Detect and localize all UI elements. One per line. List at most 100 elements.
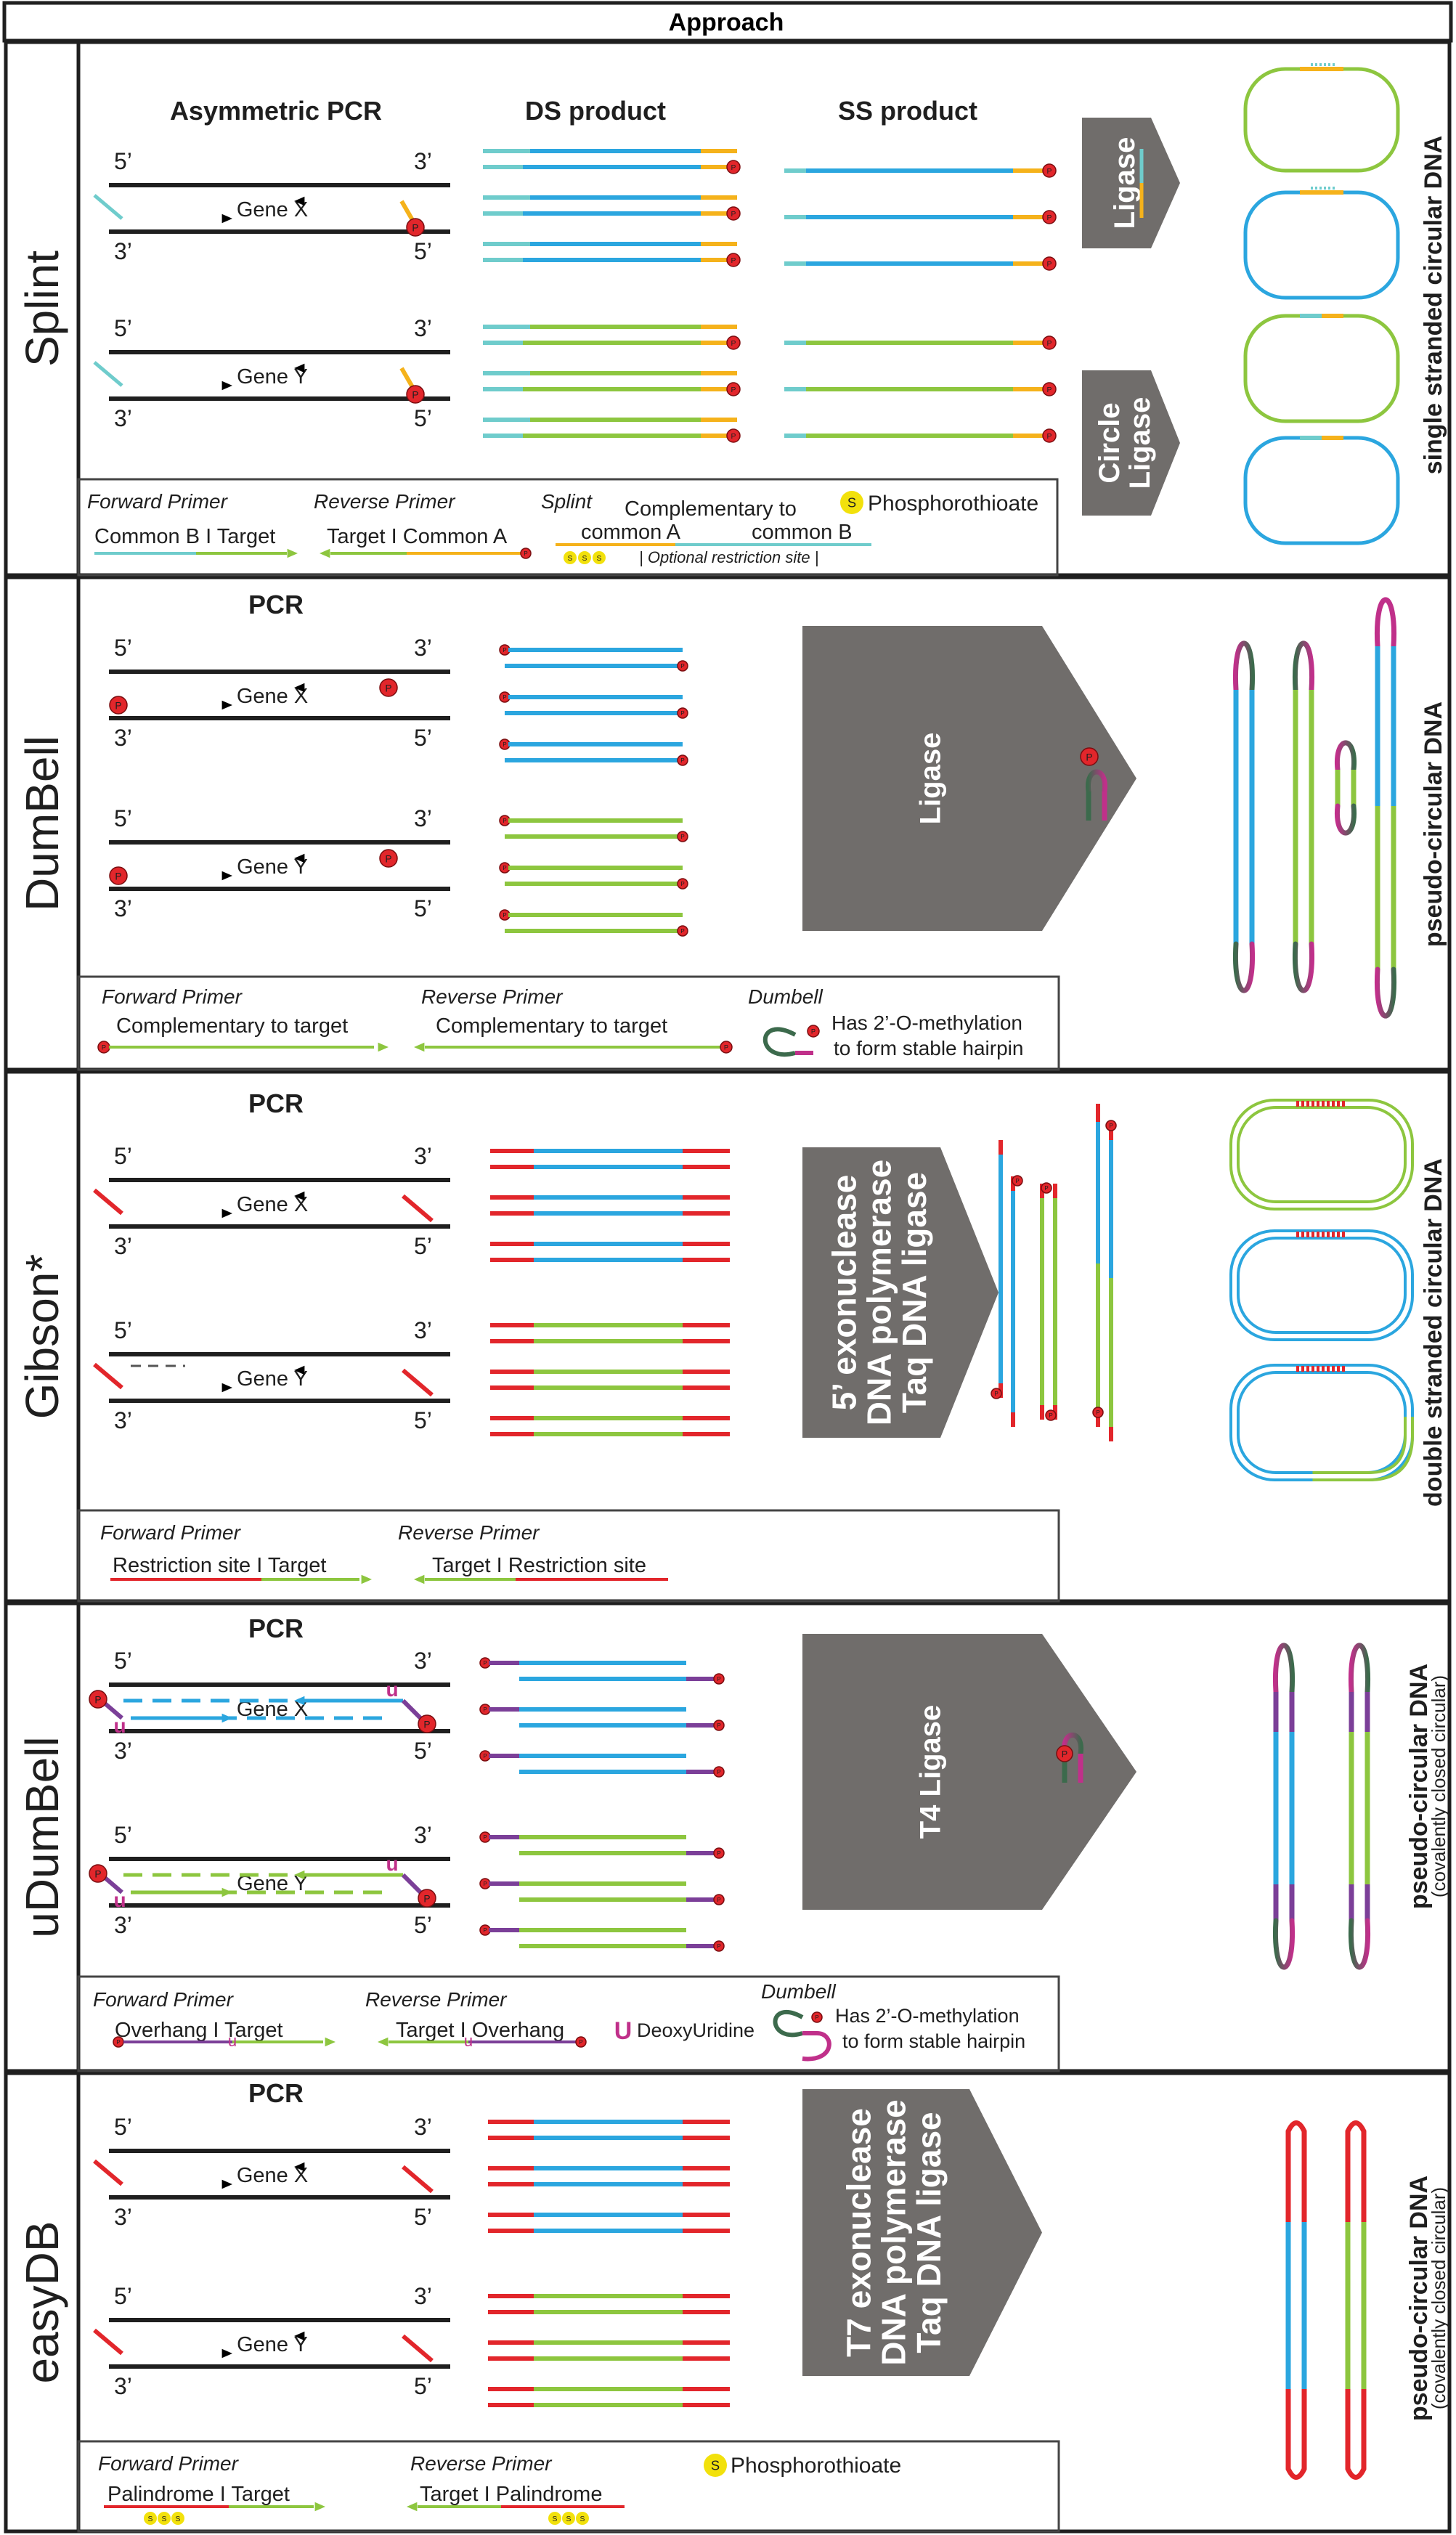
legend-text: common B [752, 521, 853, 544]
phosphate-label: P [724, 1044, 728, 1051]
legend-text: Target I Palindrome [420, 2483, 602, 2506]
phosphorothioate-letter: S [148, 2515, 153, 2523]
phosphate-label: P [503, 647, 506, 654]
phosphate-label: P [731, 257, 736, 265]
five-prime-label: 5’ [414, 238, 432, 264]
section-label-box [4, 2071, 81, 2534]
gene-label: Gene X [237, 1193, 308, 1216]
phosphate-label: P [1062, 1749, 1067, 1759]
column-title: PCR [248, 1089, 304, 1118]
section-label-box [4, 40, 81, 577]
phosphate-label: P [717, 1722, 720, 1729]
deoxyuridine-mark: u [386, 1678, 398, 1701]
deoxyuridine-mark: u [113, 1714, 126, 1737]
process-arrow-label: DNA polymerase [861, 1160, 898, 1425]
phosphate-label: P [811, 1028, 816, 1035]
phosphate-label: P [717, 1943, 720, 1950]
process-arrow-label: T4 Ligase [914, 1705, 946, 1839]
legend-title: Reverse Primer [410, 2452, 553, 2475]
phosphate-icon [89, 1864, 107, 1883]
circle-dna-ds [1229, 1099, 1414, 1210]
phosphate-label: P [680, 928, 684, 935]
phosphorothioate-icon [562, 2512, 575, 2525]
phosphate-label: P [717, 1769, 720, 1775]
arrow-left-icon [378, 2037, 389, 2047]
circle-dna-ds [1237, 1106, 1407, 1203]
primer-tail [402, 1194, 434, 1223]
process-arrow-label: 5’ exonuclease [825, 1175, 863, 1411]
arrow-left-icon [294, 1696, 305, 1706]
section-name: DumBell [16, 736, 68, 911]
phosphate-label: P [717, 1897, 720, 1903]
three-prime-label: 3’ [414, 148, 432, 174]
section-name: Splint [16, 251, 68, 367]
phosphate-label: P [1096, 1409, 1099, 1416]
legend-text: Target I Common A [327, 525, 508, 548]
phosphate-label: P [1047, 386, 1052, 394]
legend-dumbell-icon [802, 2031, 831, 2062]
process-arrow [802, 2089, 1042, 2376]
five-prime-label: 5’ [114, 1143, 132, 1169]
phosphate-label: P [680, 834, 684, 840]
phosphorothioate-icon [548, 2512, 561, 2525]
three-prime-label: 3’ [114, 1738, 132, 1764]
five-prime-label: 5’ [114, 635, 132, 661]
legend-title: Forward Primer [98, 2452, 240, 2475]
process-arrow-label: Ligase [1109, 137, 1141, 229]
five-prime-label: 5’ [414, 2373, 432, 2399]
hairpin-loop [1348, 1918, 1371, 1970]
three-prime-label: 3’ [414, 315, 432, 341]
result-label: pseudo-circular DNA [1405, 1664, 1433, 1909]
legend-box [77, 1509, 1060, 1603]
phosphorothioate-icon [593, 551, 606, 564]
three-prime-label: 3’ [114, 238, 132, 264]
deoxyuridine-mark: u [228, 2032, 237, 2050]
phosphate-label: P [680, 710, 684, 717]
primer-tail [402, 1368, 434, 1397]
circle-dna-ds [1312, 1417, 1414, 1481]
phosphorothioate-icon [578, 551, 591, 564]
phosphate-icon [677, 660, 688, 672]
circle-dna-ds [1312, 1417, 1407, 1474]
phosphate-label: P [731, 211, 736, 219]
five-prime-label: 5’ [414, 725, 432, 751]
legend-title: Forward Primer [93, 1988, 235, 2011]
phosphate-label: P [1047, 168, 1052, 176]
phosphorothioate-letter: S [711, 2458, 720, 2473]
three-prime-label: 3’ [414, 1317, 432, 1343]
phosphorothioate-icon [144, 2512, 157, 2525]
phosphate-icon [1056, 1745, 1073, 1762]
phosphate-icon [677, 754, 688, 766]
process-arrow-label: T7 exonuclease [839, 2108, 877, 2357]
arrow-right-icon [221, 213, 232, 224]
arrow-left-icon [294, 2162, 305, 2172]
arrow-right-icon [221, 1713, 232, 1723]
phosphate-label: P [116, 2039, 120, 2046]
arrow-left-icon [294, 1191, 305, 1201]
deoxyuridine-icon: U [614, 2017, 633, 2045]
header-title: Approach [669, 9, 784, 36]
hairpin-loop [1292, 941, 1315, 993]
five-prime-label: 5’ [114, 2114, 132, 2140]
primer-tail [399, 200, 415, 221]
phosphate-icon [713, 1673, 725, 1685]
legend-text: Complementary to [625, 497, 797, 521]
legend-text: Overhang I Target [115, 2019, 283, 2042]
three-prime-label: 3’ [114, 895, 132, 921]
five-prime-label: 5’ [414, 1738, 432, 1764]
three-prime-label: 3’ [414, 2114, 432, 2140]
phosphate-icon [726, 206, 741, 221]
arrow-left-icon [294, 683, 305, 693]
legend-title: Forward Primer [102, 985, 243, 1008]
hairpin-loop [1374, 597, 1397, 649]
phosphate-icon [1105, 1120, 1117, 1131]
result-label: single stranded circular DNA [1420, 136, 1447, 475]
phosphate-label: P [483, 1660, 487, 1667]
phosphate-label: P [1015, 1178, 1019, 1184]
primer-tail [93, 361, 123, 387]
phosphorothioate-letter: S [553, 2515, 558, 2523]
five-prime-label: 5’ [114, 315, 132, 341]
arrow-right-icon [221, 1887, 232, 1897]
phosphate-label: P [503, 865, 506, 871]
